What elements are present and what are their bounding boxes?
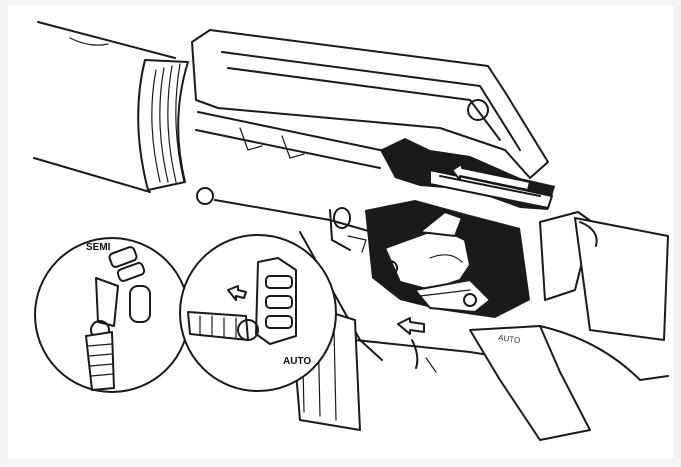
receiver-auto-marking: AUTO	[498, 333, 521, 345]
arrow-icon	[451, 163, 531, 191]
semi-selector-inset	[34, 237, 190, 393]
auto-label: AUTO	[283, 356, 311, 367]
arrow-icon	[397, 317, 425, 335]
semi-label: SEMI	[86, 242, 111, 253]
pistol-grip	[469, 325, 669, 441]
stock	[539, 211, 669, 341]
auto-selector-inset	[179, 234, 337, 392]
handguard	[33, 21, 189, 193]
